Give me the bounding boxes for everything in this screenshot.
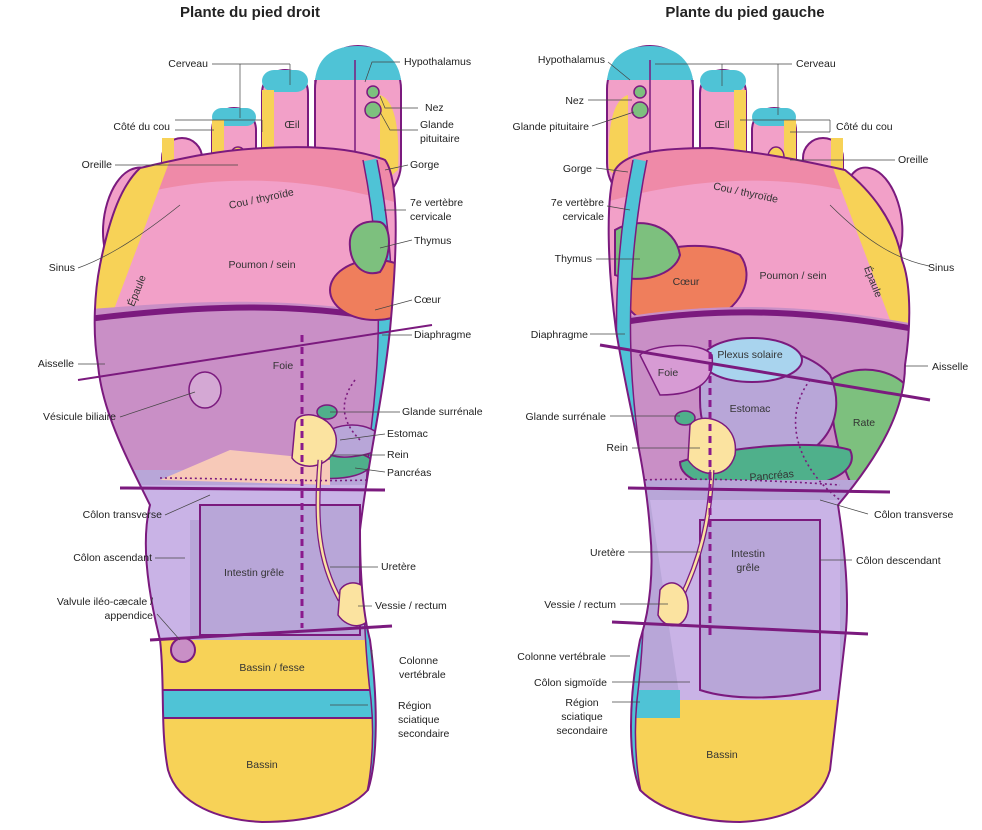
label-oreille-right: Oreille	[82, 159, 113, 171]
left-external-labels: Hypothalamus Cerveau Nez Glande pituitai…	[513, 54, 969, 737]
label-uretere-right: Uretère	[381, 561, 416, 573]
right-leader-lines	[77, 61, 418, 706]
label-sciatique-1-right: Région	[398, 700, 431, 712]
label-uretere-left: Uretère	[590, 547, 625, 559]
label-nez-left: Nez	[565, 95, 584, 107]
zone-foie-left: Foie	[658, 367, 679, 379]
right-external-labels: Cerveau Hypothalamus Nez Glande pituitai…	[38, 56, 483, 740]
label-colonne-left: Colonne vertébrale	[517, 651, 606, 663]
label-colon-sigmoide-left: Côlon sigmoïde	[534, 677, 607, 689]
label-colonne-1-right: Colonne	[399, 655, 438, 667]
zone-intestin-right: Intestin grêle	[224, 567, 284, 579]
right-foot-sole	[94, 147, 396, 822]
label-sinus-left: Sinus	[928, 262, 954, 274]
right-foot	[77, 45, 433, 824]
label-vertebre-2-right: cervicale	[410, 211, 452, 223]
label-oreille-left: Oreille	[898, 154, 929, 166]
label-cerveau-left: Cerveau	[796, 58, 836, 70]
nose-point-left	[633, 85, 647, 99]
gallbladder-zone	[188, 371, 222, 409]
label-colon-ascendant-right: Côlon ascendant	[73, 552, 152, 564]
right-foot-title: Plante du pied droit	[180, 4, 320, 21]
zone-bassin-fesse-right: Bassin / fesse	[239, 662, 305, 674]
left-foot	[599, 45, 931, 824]
label-diaphragme-left: Diaphragme	[531, 329, 588, 341]
label-colon-descendant-left: Côlon descendant	[856, 555, 941, 567]
label-valvule-2-right: appendice	[105, 610, 154, 622]
nose-point-right	[366, 85, 380, 99]
left-foot-title: Plante du pied gauche	[665, 4, 824, 21]
label-glande-2-right: pituitaire	[420, 133, 460, 145]
label-glande-1-right: Glande	[420, 119, 454, 131]
label-vesicule-right: Vésicule biliaire	[43, 411, 116, 423]
label-sciatique-3-left: secondaire	[556, 725, 608, 737]
zone-coeur-left: Cœur	[673, 276, 700, 288]
label-cote-cou-right: Côté du cou	[113, 121, 170, 133]
label-rein-left: Rein	[606, 442, 628, 454]
label-cerveau-right: Cerveau	[168, 58, 208, 70]
zone-rate-left: Rate	[853, 417, 875, 429]
label-diaphragme-right: Diaphragme	[414, 329, 471, 341]
label-sciatique-3-right: secondaire	[398, 728, 450, 740]
label-sciatique-1-left: Région	[565, 697, 598, 709]
pituitary-point-left	[631, 101, 649, 119]
label-glande-left: Glande pituitaire	[513, 121, 590, 133]
left-leader-lines	[588, 61, 930, 703]
label-vessie-right: Vessie / rectum	[375, 600, 447, 612]
pituitary-point-right	[364, 101, 382, 119]
label-rein-right: Rein	[387, 449, 409, 461]
zone-poumon-left: Poumon / sein	[759, 270, 826, 282]
zone-plexus-left: Plexus solaire	[717, 349, 783, 361]
label-thymus-left: Thymus	[555, 253, 592, 265]
label-aisselle-left: Aisselle	[932, 361, 968, 373]
label-aisselle-right: Aisselle	[38, 358, 74, 370]
zone-oeil-right: Œil	[284, 119, 299, 131]
liver-zone-left	[639, 344, 714, 396]
zone-poumon-right: Poumon / sein	[228, 259, 295, 271]
right-foot-outline	[93, 146, 397, 824]
bladder-zone-right	[337, 582, 373, 627]
bladder-zone-left	[657, 582, 689, 627]
zone-intestin-left-2: grêle	[736, 562, 760, 574]
adrenal-zone-left	[674, 410, 696, 426]
zone-estomac-left: Estomac	[730, 403, 771, 415]
label-valvule-1-right: Valvule iléo-cæcale /	[57, 596, 153, 608]
kidney-zone-right	[291, 414, 338, 467]
label-surrenale-right: Glande surrénale	[402, 406, 483, 418]
label-hypothalamus-right: Hypothalamus	[404, 56, 471, 68]
label-vertebre-1-right: 7e vertèbre	[410, 197, 463, 209]
zone-bassin-left: Bassin	[706, 749, 738, 761]
label-nez-right: Nez	[425, 102, 444, 114]
label-vertebre-1-left: 7e vertèbre	[551, 197, 604, 209]
label-sinus-right: Sinus	[49, 262, 75, 274]
label-cote-cou-left: Côté du cou	[836, 121, 893, 133]
ileocecal-zone	[170, 637, 196, 663]
label-vessie-left: Vessie / rectum	[544, 599, 616, 611]
label-gorge-left: Gorge	[563, 163, 592, 175]
label-hypothalamus-left: Hypothalamus	[538, 54, 605, 66]
label-surrenale-left: Glande surrénale	[525, 411, 606, 423]
stomach-zone-right	[329, 424, 386, 458]
zone-bassin-right: Bassin	[246, 759, 278, 771]
zone-oeil-left: Œil	[714, 119, 729, 131]
label-colonne-2-right: vertébrale	[399, 669, 446, 681]
label-pancreas-right: Pancréas	[387, 467, 431, 479]
thymus-zone-right	[348, 220, 390, 275]
label-sciatique-2-right: sciatique	[398, 714, 440, 726]
zone-pancreas-left: Pancréas	[749, 468, 794, 484]
label-sciatique-2-left: sciatique	[561, 711, 603, 723]
label-coeur-right: Cœur	[414, 294, 441, 306]
label-gorge-right: Gorge	[410, 159, 439, 171]
zone-intestin-left-1: Intestin	[731, 548, 765, 560]
label-vertebre-2-left: cervicale	[563, 211, 605, 223]
label-colon-transverse-left: Côlon transverse	[874, 509, 954, 521]
label-thymus-right: Thymus	[414, 235, 451, 247]
kidney-zone-left	[687, 417, 736, 475]
label-colon-transverse-right: Côlon transverse	[83, 509, 163, 521]
label-estomac-right: Estomac	[387, 428, 428, 440]
zone-foie-right: Foie	[273, 360, 294, 372]
